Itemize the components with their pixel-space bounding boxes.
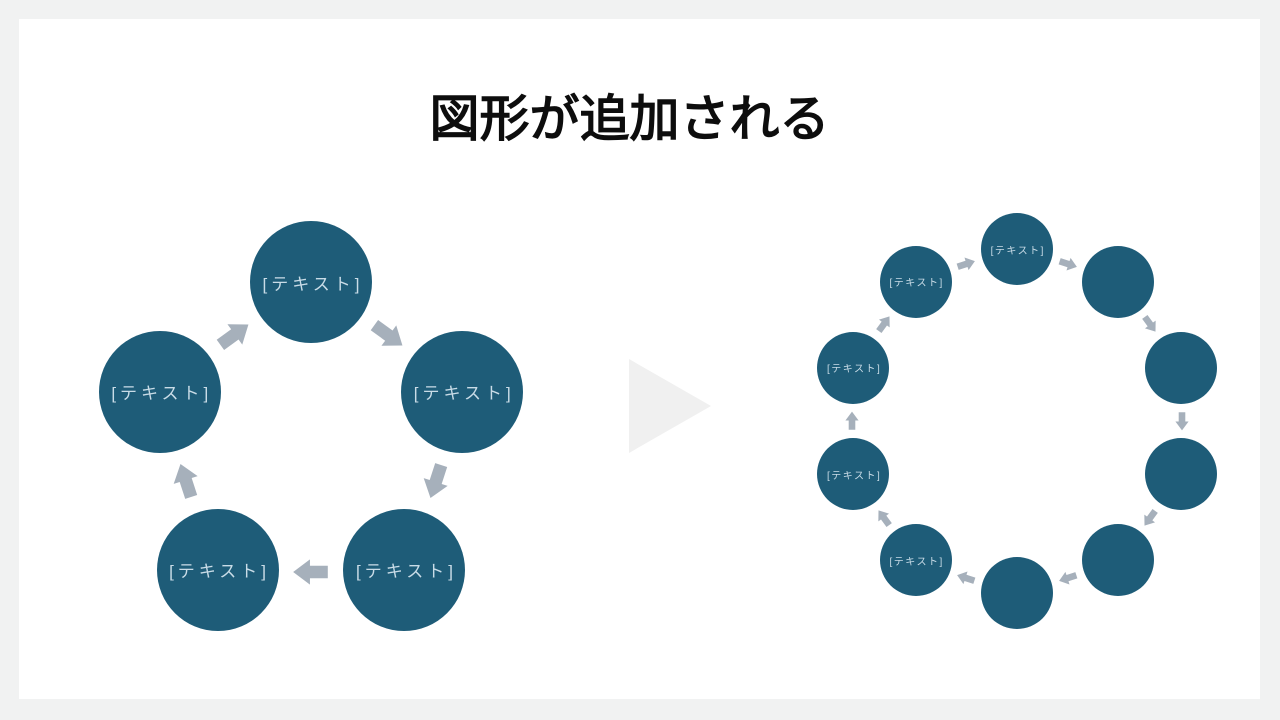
cycle-arrow-icon [845,411,859,430]
cycle-node [1144,438,1217,511]
cycle-node: [テキスト] [156,508,279,631]
cycle-arrow-icon [216,324,249,350]
cycle-arrow-icon [875,316,890,334]
cycle-node [1082,245,1155,318]
cycle-arrow-icon [956,257,975,271]
cycle-arrow-icon [293,559,328,585]
node-label: [テキスト] [111,384,213,404]
cycle-node: [テキスト] [817,438,890,511]
cycle-node: [テキスト] [401,330,524,453]
cycle-arrow-icon [1175,412,1189,431]
node-label: [テキスト] [889,278,944,290]
cycle-arrow-icon [1144,508,1159,526]
cycle-node: [テキスト] [879,245,952,318]
cycle-node: [テキスト] [981,213,1053,285]
cycle-arrow-icon [957,571,976,585]
slide: 図形が追加される [テキスト][テキスト][テキスト][テキスト][テキスト] … [19,19,1260,699]
cycle-node [1144,331,1217,404]
cycle-node: [テキスト] [98,330,221,453]
right-triangle-icon [629,359,711,453]
cycle-node [981,557,1053,629]
node-label: [テキスト] [169,562,270,582]
node-label: [テキスト] [355,562,457,582]
node-label: [テキスト] [413,384,515,404]
node-label: [テキスト] [990,245,1045,257]
cycle-node: [テキスト] [879,524,952,597]
cycle-arrow-icon [877,510,892,528]
cycle-arrow-icon [1058,257,1077,271]
cycle-node: [テキスト] [343,508,466,631]
node-label: [テキスト] [827,364,882,376]
cycle-arrow-icon [370,320,403,346]
slide-title: 図形が追加される [429,91,830,147]
cycle-arrow-icon [1059,571,1078,585]
cycle-node [1082,524,1155,597]
node-label: [テキスト] [827,470,882,482]
node-label: [テキスト] [889,556,944,568]
cycle-arrow-icon [423,463,448,499]
cycle-node: [テキスト] [817,331,890,404]
cycle-node: [テキスト] [250,221,372,343]
node-label: [テキスト] [262,274,364,294]
cycle-arrow-icon [174,464,199,500]
cycle-arrow-icon [1142,314,1157,332]
